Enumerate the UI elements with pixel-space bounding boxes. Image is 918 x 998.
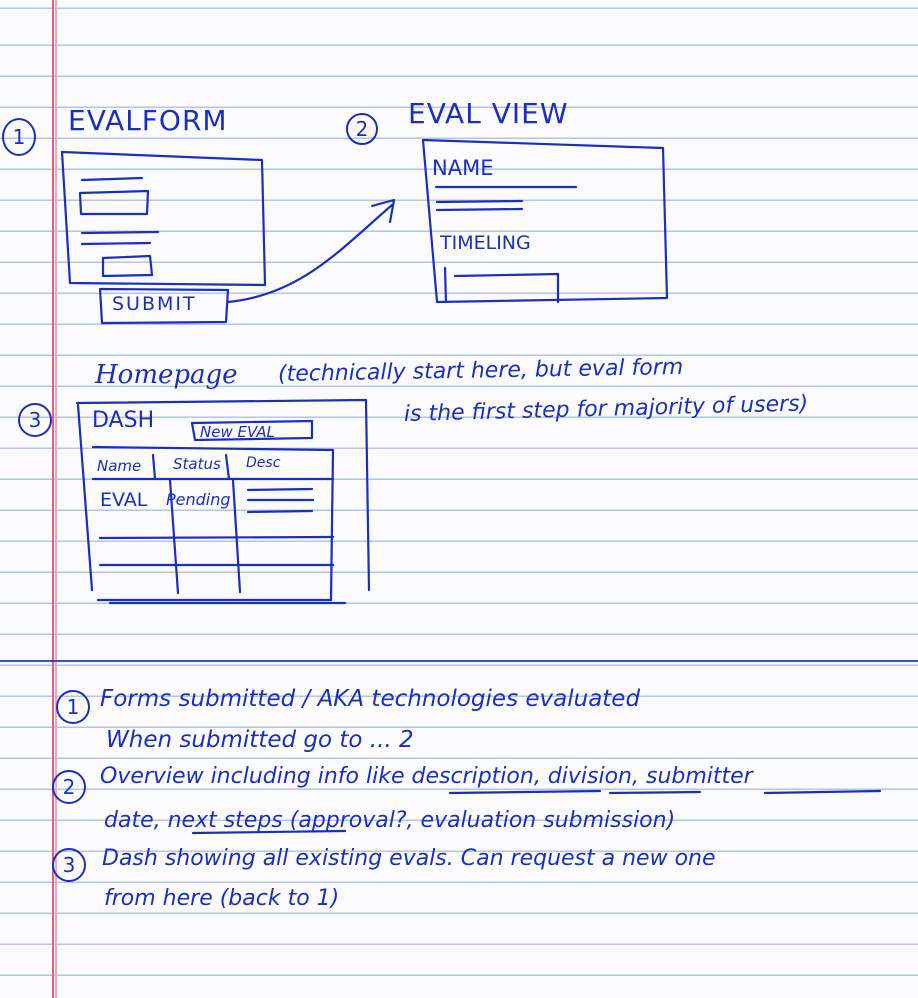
eval-form-sketch	[60, 150, 396, 325]
note-1-line1: Forms submitted / AKA technologies evalu…	[100, 686, 641, 712]
step-1-circle: 1	[2, 118, 36, 156]
step-3-circle: 3	[18, 403, 52, 437]
dash-table-header-status: Status	[173, 455, 221, 473]
eval-view-title: EVAL VIEW	[408, 97, 569, 130]
section-divider	[0, 660, 918, 662]
homepage-heading: Homepage	[95, 360, 238, 390]
name-label: NAME	[432, 156, 494, 180]
dash-table-cell-name: EVAL	[100, 489, 148, 511]
note-3-line1: Dash showing all existing evals. Can req…	[102, 846, 716, 871]
note-1-circle: 1	[56, 690, 90, 724]
note-2-line1: Overview including info like description…	[100, 764, 753, 789]
note-1-line2: When submitted go to ... 2	[106, 727, 414, 753]
margin-line	[52, 0, 54, 998]
note-2-circle: 2	[52, 770, 86, 804]
note-3-circle: 3	[52, 848, 86, 882]
eval-form-title: EVALFORM	[68, 104, 228, 137]
dash-label: DASH	[92, 408, 155, 433]
timeline-label: TIMELING	[440, 232, 531, 254]
dash-table-cell-status: Pending	[166, 490, 231, 509]
submit-button-sketch: SUBMIT	[112, 293, 197, 315]
note-3-line2: from here (back to 1)	[104, 886, 340, 911]
dash-sketch	[75, 398, 371, 605]
note-2-line2: date, next steps (approval?, evaluation …	[104, 808, 676, 833]
dash-table-header-desc: Desc	[246, 455, 281, 471]
new-eval-button-sketch: New EVAL	[200, 423, 275, 441]
note-underlines	[191, 789, 882, 835]
step-2-circle: 2	[346, 113, 378, 145]
eval-view-sketch	[421, 138, 669, 304]
dash-table-header-name: Name	[97, 457, 142, 475]
